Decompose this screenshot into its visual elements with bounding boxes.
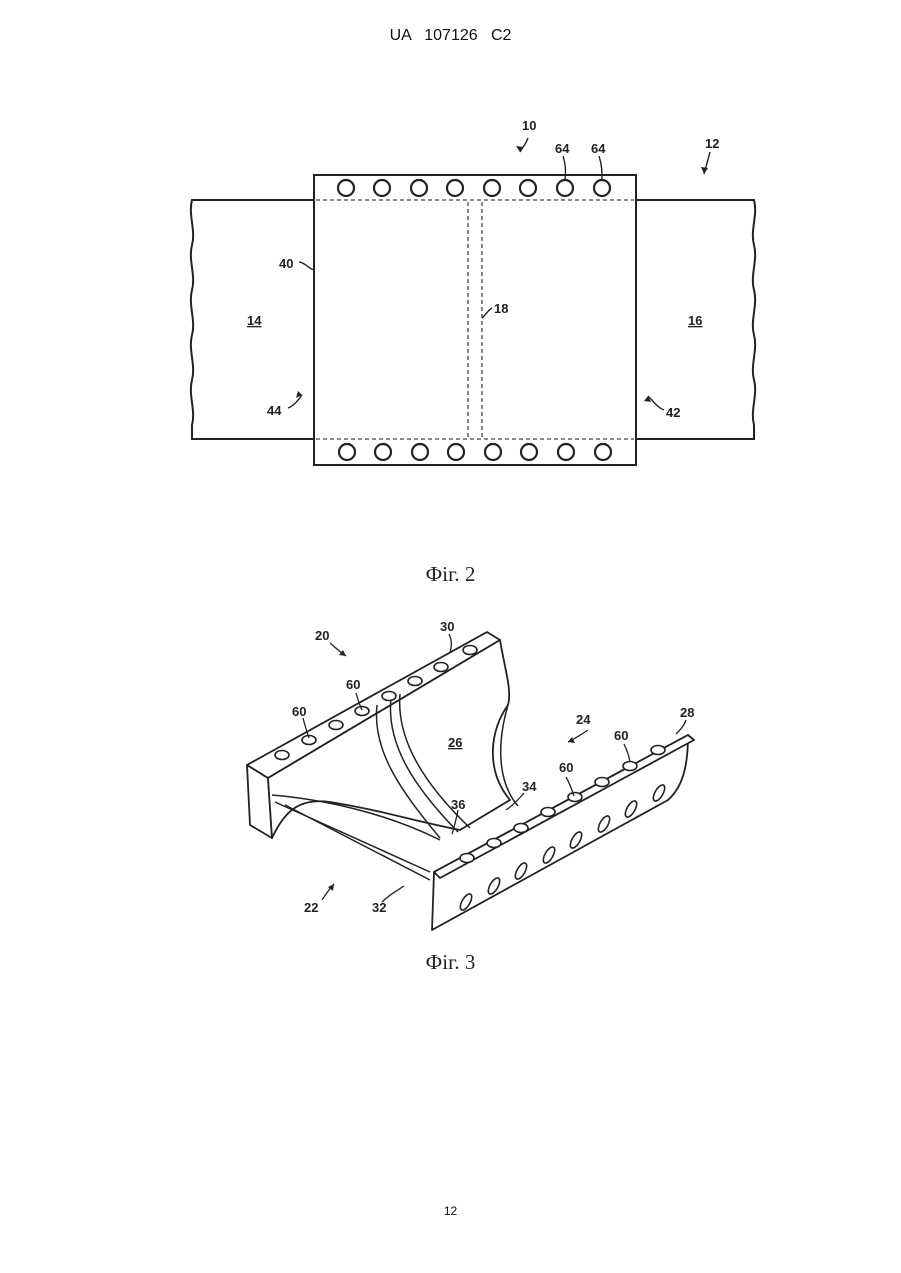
label-60b: 60 <box>292 704 306 719</box>
label-18: 18 <box>494 301 508 316</box>
label-36: 36 <box>451 797 465 812</box>
label-24: 24 <box>576 712 591 727</box>
hole <box>448 444 464 460</box>
hole <box>485 444 501 460</box>
hole <box>595 444 611 460</box>
hole <box>520 180 536 196</box>
label-34: 34 <box>522 779 537 794</box>
hole <box>521 444 537 460</box>
figure-2-drawing: 10 64 64 12 40 14 16 18 44 42 <box>0 0 901 520</box>
hole <box>411 180 427 196</box>
hole <box>557 180 573 196</box>
label-10: 10 <box>522 118 536 133</box>
label-22: 22 <box>304 900 318 915</box>
bottom-hole-row <box>339 444 611 460</box>
hole <box>339 444 355 460</box>
label-16: 16 <box>688 313 702 328</box>
label-32: 32 <box>372 900 386 915</box>
label-64b: 64 <box>591 141 606 156</box>
label-64a: 64 <box>555 141 570 156</box>
label-60d: 60 <box>559 760 573 775</box>
label-12: 12 <box>705 136 719 151</box>
label-60a: 60 <box>346 677 360 692</box>
central-assembly-outline <box>314 175 636 465</box>
label-26: 26 <box>448 735 462 750</box>
label-44: 44 <box>267 403 282 418</box>
label-40: 40 <box>279 256 293 271</box>
hole <box>558 444 574 460</box>
hole <box>338 180 354 196</box>
label-30: 30 <box>440 619 454 634</box>
label-28: 28 <box>680 705 694 720</box>
label-60c: 60 <box>614 728 628 743</box>
hole <box>447 180 463 196</box>
hole <box>412 444 428 460</box>
label-14: 14 <box>247 313 262 328</box>
top-hole-row <box>338 180 610 196</box>
label-20: 20 <box>315 628 329 643</box>
hole <box>484 180 500 196</box>
hole <box>594 180 610 196</box>
hole <box>374 180 390 196</box>
figure-3-drawing: 20 30 60 60 26 24 28 60 60 34 36 22 32 <box>0 610 901 970</box>
hole <box>375 444 391 460</box>
figure-3-caption: Фіг. 3 <box>0 950 901 975</box>
label-42: 42 <box>666 405 680 420</box>
page-number: 12 <box>0 1204 901 1218</box>
figure-2-caption: Фіг. 2 <box>0 562 901 587</box>
